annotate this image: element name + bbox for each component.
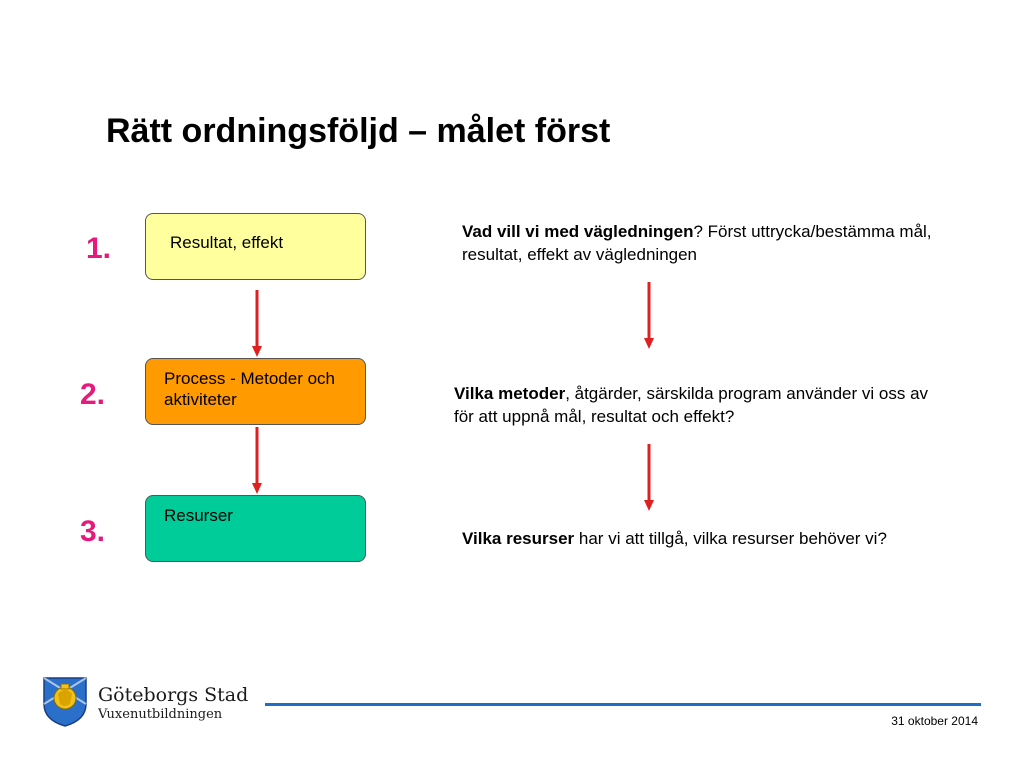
question-goal: Vad vill vi med vägledningen? Först uttr… [462, 220, 982, 266]
step-box-label: Resultat, effekt [170, 233, 284, 252]
down-arrow-icon [250, 427, 264, 495]
step-box-resources: Resurser [145, 495, 366, 562]
slide-title: Rätt ordningsföljd – målet först [106, 112, 611, 150]
step-number-2: 2. [80, 378, 106, 411]
down-arrow-icon [642, 282, 656, 350]
org-name: Göteborgs Stad [98, 684, 249, 706]
down-arrow-icon [642, 444, 656, 512]
slide-date: 31 oktober 2014 [891, 714, 978, 728]
question-goal-rest: ? Först uttrycka/bestämma mål, resultat,… [462, 222, 932, 264]
question-methods-rest: , åtgärder, särskilda program använder v… [454, 384, 929, 426]
question-goal-bold: Vad vill vi med vägledningen [462, 222, 694, 241]
org-brand: Göteborgs Stad Vuxenutbildningen [98, 684, 248, 723]
city-crest-logo-icon [40, 674, 90, 733]
question-methods: Vilka metoder, åtgärder, särskilda progr… [454, 382, 944, 428]
step-box-label: Process - Metoder och aktiviteter [164, 369, 336, 409]
step-number-1: 1. [86, 232, 112, 265]
step-box-process: Process - Metoder och aktiviteter [145, 358, 366, 425]
down-arrow-icon [250, 290, 264, 358]
step-number-3: 3. [80, 515, 106, 548]
question-resources: Vilka resurser har vi att tillgå, vilka … [462, 527, 937, 550]
step-box-label: Resurser [164, 506, 233, 525]
question-resources-rest: har vi att tillgå, vilka resurser behöve… [574, 529, 887, 548]
question-resources-bold: Vilka resurser [462, 529, 575, 548]
org-unit: Vuxenutbildningen [98, 707, 223, 722]
step-box-result: Resultat, effekt [145, 213, 366, 280]
footer-divider [265, 703, 981, 706]
question-methods-bold: Vilka metoder [454, 384, 566, 403]
